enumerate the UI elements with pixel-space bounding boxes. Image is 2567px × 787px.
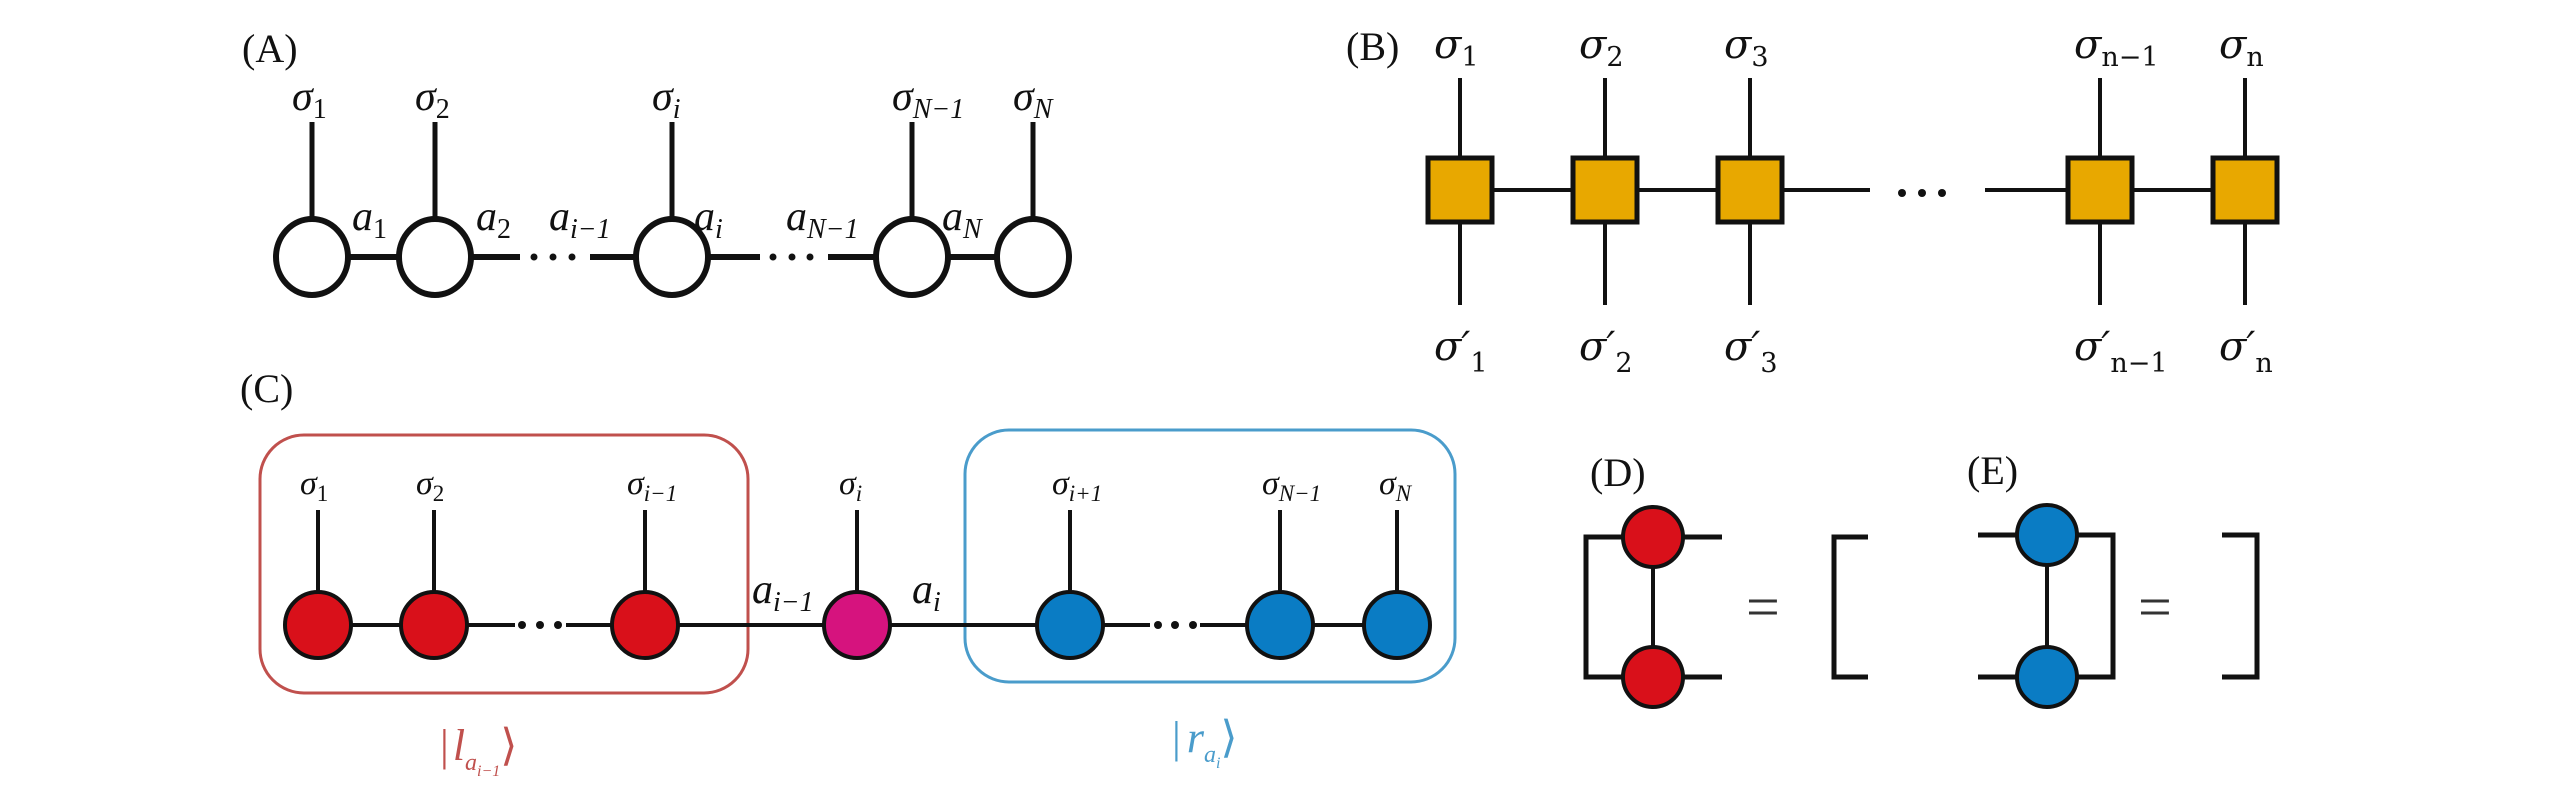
mps-tensor-node: [273, 216, 351, 298]
mixed-canonical-chain: σ1 σ2 σi−1 σi σi+1 σN−1 σN ai−1 ai: [283, 465, 1432, 660]
lower-index-label: σ′n: [2219, 324, 2273, 379]
ellipsis-dot: [518, 621, 526, 629]
right-tensor-bottom-conjugate: [2015, 645, 2079, 709]
bond-index-label: aN: [942, 194, 983, 245]
ellipsis-dot: [788, 253, 796, 261]
lower-index-label: σ′1: [1434, 324, 1488, 379]
mps-tensor-node: [633, 216, 711, 298]
identity-bracket-right: [2222, 532, 2260, 680]
upper-index-label: σ2: [1579, 22, 1624, 73]
bond-index-label: ai: [912, 567, 941, 618]
upper-index-label: σ1: [1434, 22, 1479, 73]
equals-sign: =: [1746, 574, 1780, 640]
ellipsis-dot: [1898, 189, 1906, 197]
ellipsis-dot: [554, 621, 562, 629]
ellipsis-dot: [769, 253, 777, 261]
mps-tensor-node: [396, 216, 474, 298]
ellipsis-dot: [536, 621, 544, 629]
mpo-tensor-square: [2065, 155, 2135, 225]
panel-e: (E) =: [1967, 448, 2260, 709]
mpo-chain: σ1 σ′1 σ2 σ′2 σ3 σ′3 σn−1 σ′n−1 σn σ′n: [1425, 22, 2280, 379]
right-canonical-tensor: [1035, 590, 1105, 660]
ellipsis: [1154, 621, 1197, 629]
ellipsis-dot: [1154, 621, 1162, 629]
panel-c: (C) σ1 σ2 σi−1 σi σi+1 σN−1 σN ai−1 ai |lai−1⟩ |…: [240, 366, 1457, 780]
right-canonical-tensor: [1245, 590, 1315, 660]
contraction-bracket: [2047, 532, 2116, 680]
upper-index-label: σ3: [1724, 22, 1769, 73]
mpo-tensor-square: [2210, 155, 2280, 225]
physical-index-label: σ2: [416, 465, 444, 506]
left-tensor-top: [1621, 505, 1685, 569]
physical-index-label: σN−1: [1262, 465, 1321, 506]
physical-index-label: σN: [1013, 74, 1054, 125]
ellipsis-dot: [1189, 621, 1197, 629]
ellipsis-dot: [549, 253, 557, 261]
physical-index-label: σi−1: [627, 465, 677, 506]
right-normalization-diagram: [1978, 503, 2116, 709]
physical-index-label: σ2: [415, 74, 450, 125]
bond-index-label: ai−1: [752, 567, 814, 618]
panel-c-label: (C): [240, 366, 293, 411]
contraction-bracket: [1583, 534, 1653, 680]
left-canonical-tensor: [283, 590, 353, 660]
right-block-ket-label: |rai⟩: [1172, 713, 1238, 772]
right-tensor-top: [2015, 503, 2079, 567]
lower-index-label: σ′n−1: [2074, 324, 2168, 379]
mps-tensor-node: [994, 216, 1072, 298]
panel-b: (B) σ1 σ′1 σ2 σ′2 σ3 σ′3 σn−1 σ′n−1 σn σ′n: [1346, 22, 2280, 379]
ellipsis: [1898, 189, 1946, 197]
bond-index-label: a1: [352, 194, 387, 245]
physical-index-label: σN: [1379, 465, 1413, 506]
left-tensor-bottom-conjugate: [1621, 645, 1685, 709]
mpo-tensor-square: [1715, 155, 1785, 225]
bond-index-label: ai−1: [549, 194, 611, 245]
equals-sign: =: [2138, 574, 2172, 640]
panel-d-label: (D): [1590, 450, 1646, 495]
left-block-box: [258, 433, 750, 695]
lower-index-label: σ′3: [1724, 324, 1778, 379]
physical-index-label: σ1: [292, 74, 327, 125]
bond-index-label: ai: [694, 194, 723, 245]
lower-index-label: σ′2: [1579, 324, 1633, 379]
ellipsis-dot: [1938, 189, 1946, 197]
physical-index-label: σi+1: [1052, 465, 1102, 506]
mpo-tensor-square: [1570, 155, 1640, 225]
left-canonical-tensor: [399, 590, 469, 660]
mps-tensor-node: [873, 216, 951, 298]
upper-index-label: σn: [2219, 22, 2264, 73]
mpo-tensor-square: [1425, 155, 1495, 225]
panel-e-label: (E): [1967, 448, 2018, 493]
physical-index-label: σi: [652, 74, 681, 125]
panel-b-label: (B): [1346, 24, 1399, 69]
physical-index-label: σ1: [300, 465, 328, 506]
ellipsis-dot: [568, 253, 576, 261]
ellipsis-dot: [1918, 189, 1926, 197]
ellipsis-dot: [806, 253, 814, 261]
center-site-tensor: [822, 590, 892, 660]
upper-index-label: σn−1: [2074, 22, 2159, 73]
ellipsis: [518, 621, 562, 629]
panel-d: (D) =: [1583, 450, 1868, 709]
ellipsis: [769, 253, 814, 261]
bond-index-label: aN−1: [786, 194, 859, 245]
panel-a-label: (A): [242, 26, 298, 71]
panel-a: (A) σ1 σ2 σi σN−1 σN a1 a2 ai−1 ai aN−1 aN: [242, 26, 1072, 298]
physical-index-label: σN−1: [892, 74, 964, 125]
ellipsis-dot: [1171, 621, 1179, 629]
identity-bracket-left: [1831, 534, 1868, 680]
left-block-ket-label: |lai−1⟩: [440, 721, 517, 780]
left-normalization-diagram: [1583, 505, 1722, 709]
right-canonical-tensor: [1362, 590, 1432, 660]
mps-chain: σ1 σ2 σi σN−1 σN a1 a2 ai−1 ai aN−1 aN: [273, 74, 1072, 298]
ellipsis-dot: [530, 253, 538, 261]
left-canonical-tensor: [610, 590, 680, 660]
ellipsis: [530, 253, 576, 261]
bond-index-label: a2: [476, 194, 511, 245]
right-block-box: [963, 428, 1457, 684]
physical-index-label: σi: [839, 465, 862, 506]
